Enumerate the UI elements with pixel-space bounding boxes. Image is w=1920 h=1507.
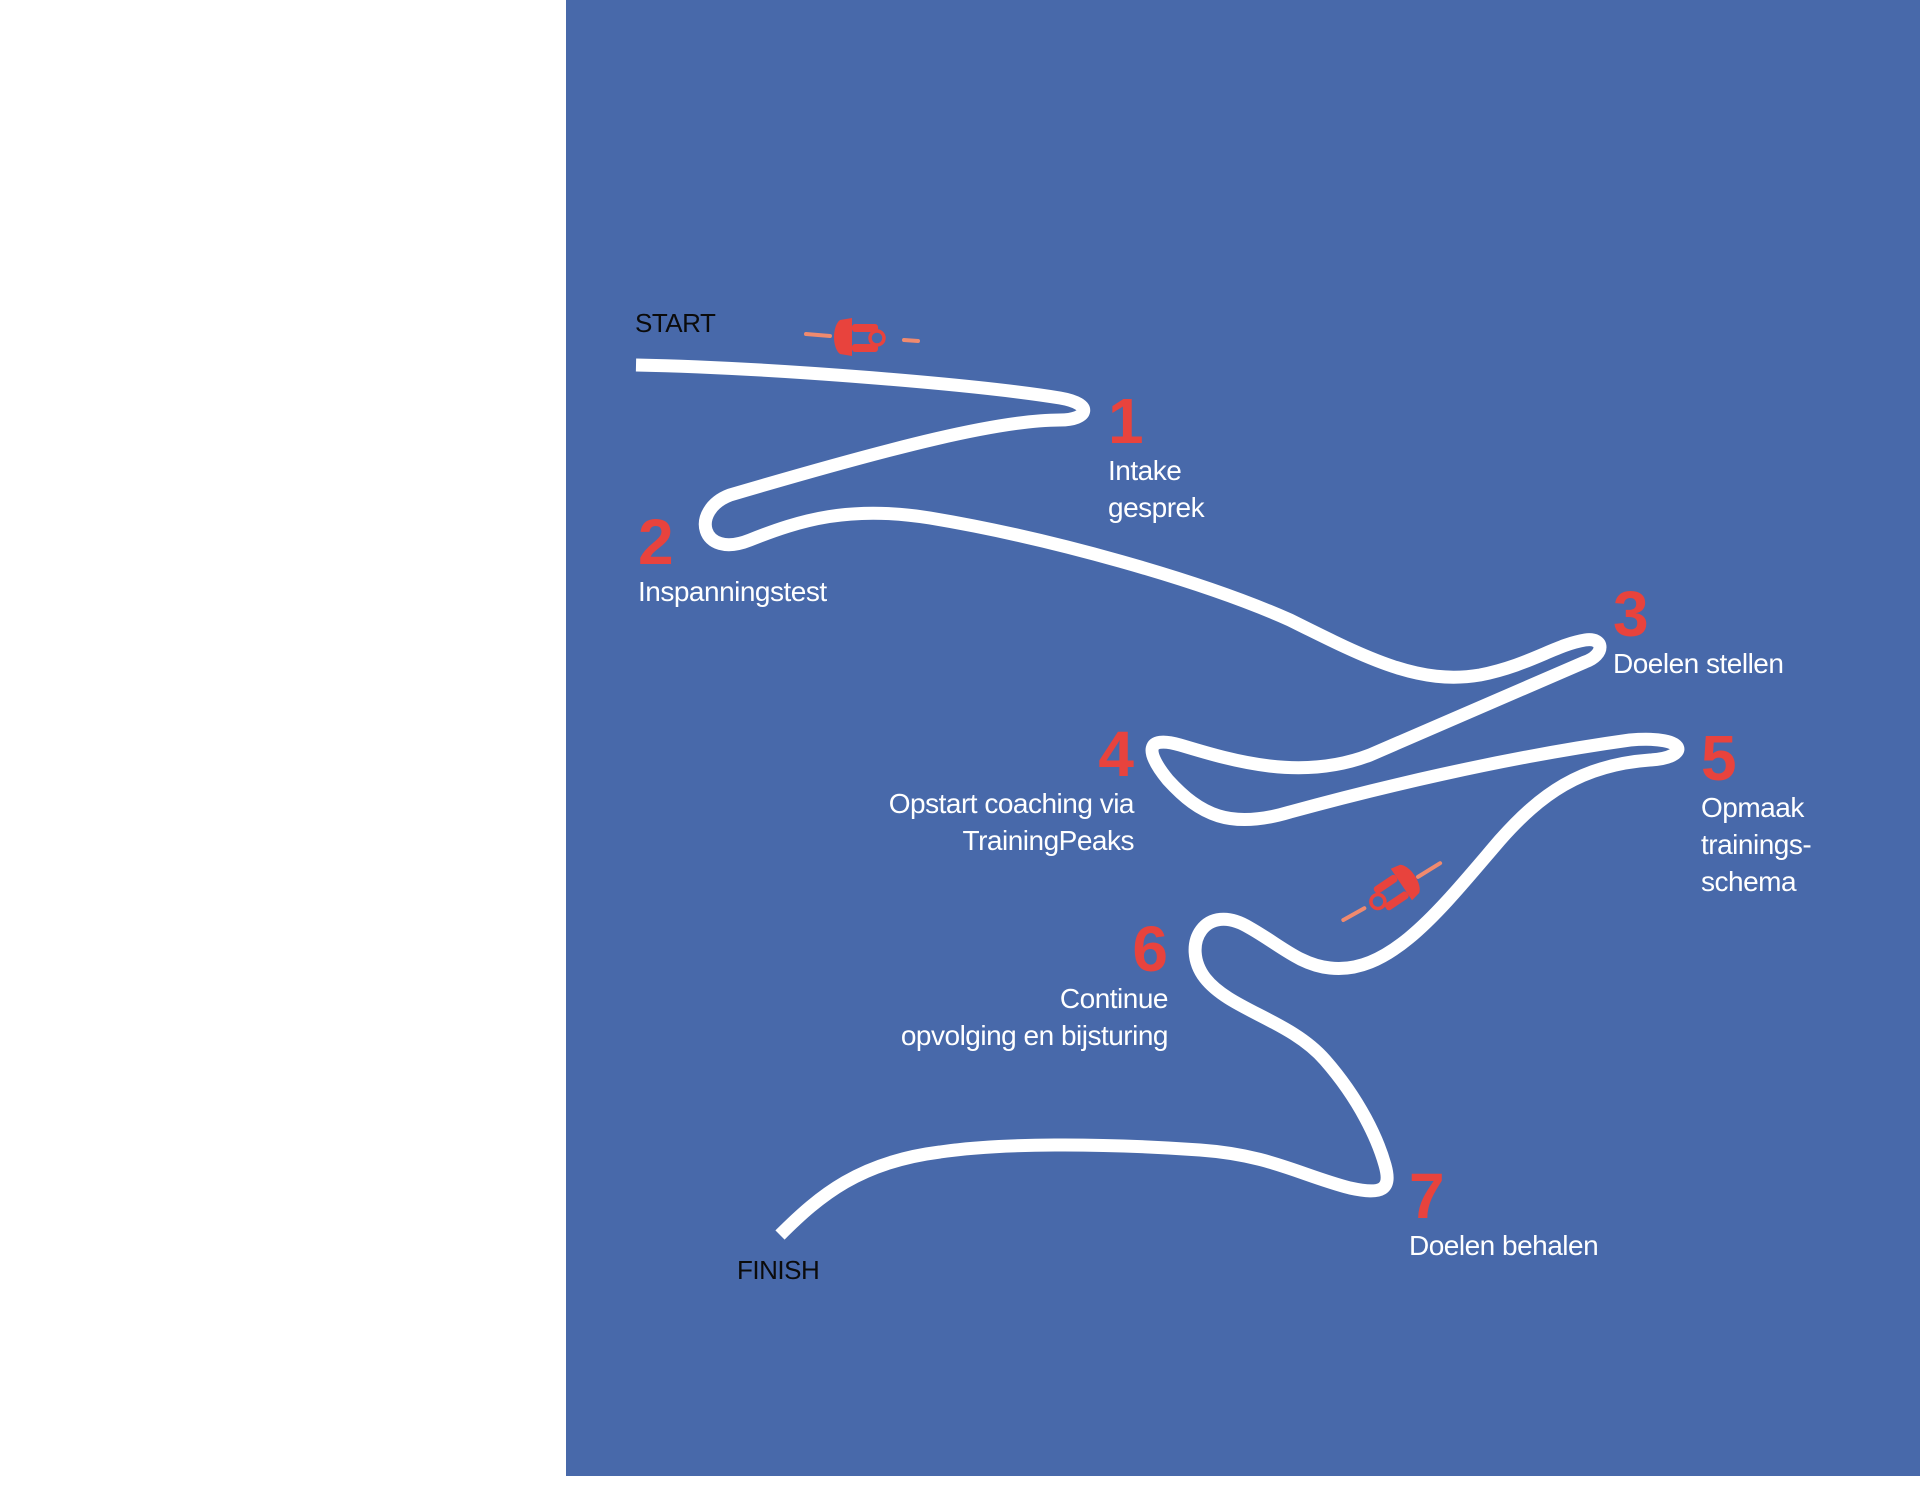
step-1: 1 Intake gesprek	[1108, 385, 1205, 526]
start-label: START	[635, 308, 716, 338]
step-label: Inspanningstest	[638, 576, 827, 607]
step-number: 5	[1701, 722, 1737, 794]
step-label: Intake gesprek	[1108, 455, 1205, 523]
step-number: 6	[1132, 913, 1168, 985]
step-label: Doelen stellen	[1613, 648, 1784, 679]
step-7: 7 Doelen behalen	[1409, 1160, 1599, 1264]
step-label: Doelen behalen	[1409, 1230, 1599, 1261]
step-3: 3 Doelen stellen	[1613, 578, 1784, 682]
step-2: 2 Inspanningstest	[638, 506, 827, 610]
step-5: 5 Opmaak trainings- schema	[1701, 722, 1812, 900]
step-4: 4 Opstart coaching via TrainingPeaks	[888, 718, 1135, 859]
cyclist-icon	[804, 318, 920, 356]
step-number: 3	[1613, 578, 1649, 650]
step-label: Continue opvolging en bijsturing	[900, 983, 1169, 1051]
step-number: 4	[1098, 718, 1134, 790]
route-path	[635, 358, 1685, 1240]
cyclist-icon	[1341, 861, 1443, 922]
step-6: 6 Continue opvolging en bijsturing	[900, 913, 1169, 1054]
step-number: 2	[638, 506, 674, 578]
step-number: 1	[1108, 385, 1144, 457]
step-number: 7	[1409, 1160, 1445, 1232]
step-label: Opstart coaching via TrainingPeaks	[888, 788, 1135, 856]
step-label: Opmaak trainings- schema	[1701, 792, 1812, 897]
finish-label: FINISH	[737, 1255, 820, 1285]
